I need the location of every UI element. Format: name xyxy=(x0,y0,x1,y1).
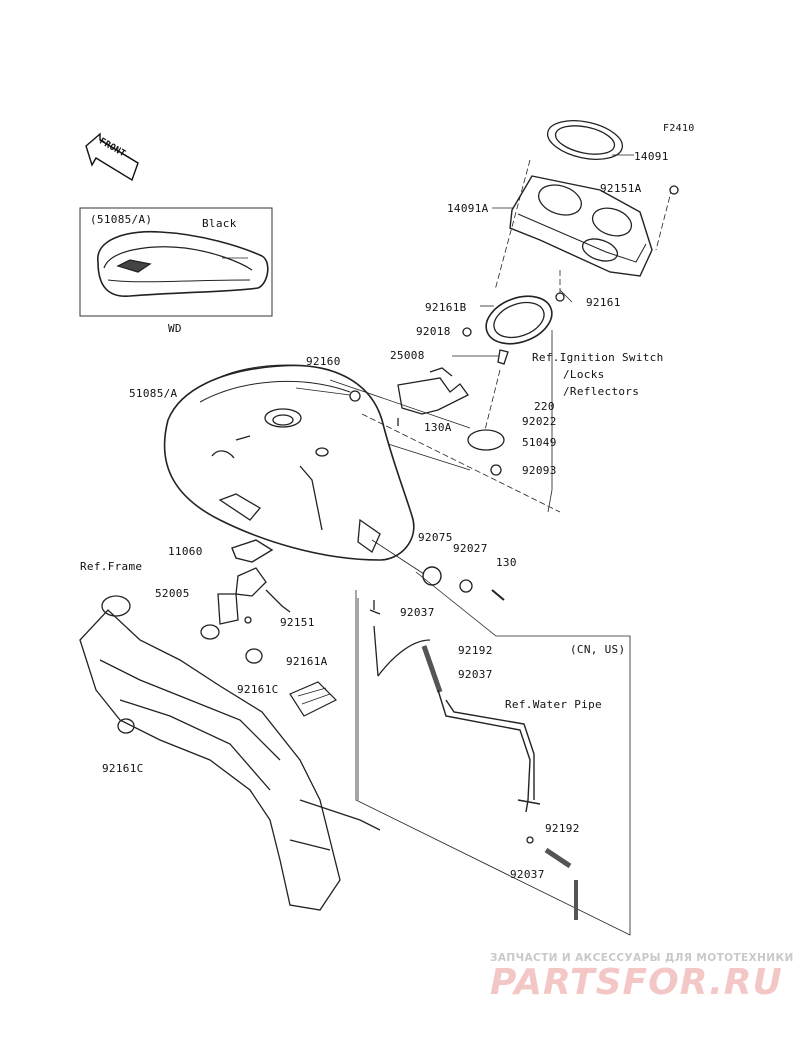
part-92161A: 92161A xyxy=(286,655,328,668)
part-92075: 92075 xyxy=(418,531,453,544)
part-130: 130 xyxy=(496,556,517,569)
part-92161: 92161 xyxy=(586,296,621,309)
cap-51049 xyxy=(467,429,505,451)
part-92022: 92022 xyxy=(522,415,557,428)
part-220: 220 xyxy=(534,400,555,413)
part-92027: 92027 xyxy=(453,542,488,555)
part-92037-c: 92037 xyxy=(510,868,545,881)
figure-code: F2410 xyxy=(663,123,695,134)
part-92161B: 92161B xyxy=(425,301,467,314)
part-51049: 51049 xyxy=(522,436,557,449)
part-11060: 11060 xyxy=(168,545,203,558)
part-25008: 25008 xyxy=(390,349,425,362)
fuel-tank xyxy=(163,364,415,561)
watermark-tagline: ЗАПЧАСТИ И АКСЕССУАРЫ ДЛЯ МОТОТЕХНИКИ xyxy=(490,952,794,964)
watermark-logo: PARTSFOR.RU xyxy=(490,962,783,1003)
ref-ignition-line2: /Locks xyxy=(563,368,605,381)
fuel-cock-52005 xyxy=(235,567,267,597)
part-92161C-b: 92161C xyxy=(102,762,144,775)
part-92160: 92160 xyxy=(306,355,341,368)
part-92151: 92151 xyxy=(280,616,315,629)
frame xyxy=(79,595,381,911)
inset-part-label: (51085/A) xyxy=(90,213,153,226)
gauge-ring xyxy=(485,295,553,345)
fuel-cap xyxy=(264,408,302,428)
part-92018: 92018 xyxy=(416,325,451,338)
part-52005: 52005 xyxy=(155,587,190,600)
inset-tank-outline xyxy=(97,230,269,297)
ref-ignition-line1: Ref.Ignition Switch xyxy=(532,351,664,364)
ref-ignition-line3: /Reflectors xyxy=(563,385,640,398)
region-box-outline xyxy=(355,571,631,936)
grommet-92075 xyxy=(422,566,442,586)
part-51085A: 51085/A xyxy=(129,387,178,400)
part-92192-a: 92192 xyxy=(458,644,493,657)
front-arrow-icon xyxy=(85,132,139,182)
part-92037-a: 92037 xyxy=(400,606,435,619)
part-92192-b: 92192 xyxy=(545,822,580,835)
part-14091: 14091 xyxy=(634,150,669,163)
part-130A: 130A xyxy=(424,421,452,434)
bracket-25008 xyxy=(397,367,469,426)
part-92151A: 92151A xyxy=(600,182,642,195)
gasket-11060 xyxy=(231,539,274,563)
inset-box xyxy=(79,207,273,317)
part-92161C-a: 92161C xyxy=(237,683,279,696)
ref-frame: Ref.Frame xyxy=(80,560,143,573)
meter-gasket xyxy=(546,120,624,160)
part-14091A: 14091A xyxy=(447,202,489,215)
ref-water-pipe: Ref.Water Pipe xyxy=(505,698,602,711)
part-92037-b: 92037 xyxy=(458,668,493,681)
region-box-label: (CN, US) xyxy=(570,643,626,656)
meter-panel xyxy=(509,175,653,277)
part-92093: 92093 xyxy=(522,464,557,477)
inset-color-note: Black xyxy=(202,217,237,230)
bracket-92161A xyxy=(289,681,338,717)
inset-caption: WD xyxy=(168,322,182,335)
inset-emblem-icon xyxy=(116,259,152,273)
water-pipe xyxy=(437,689,541,813)
